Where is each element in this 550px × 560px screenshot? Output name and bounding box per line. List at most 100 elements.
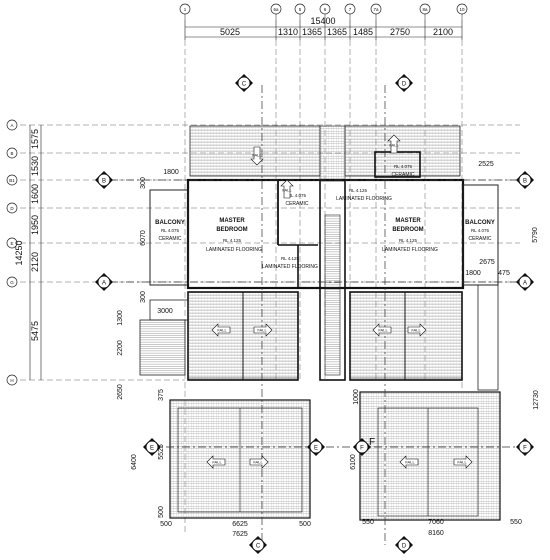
grid-bubble-left-A: A bbox=[6, 119, 18, 131]
fall-label: FALL bbox=[282, 188, 292, 193]
fall-arrow: FALL bbox=[250, 146, 264, 166]
fall-label: FALL bbox=[405, 460, 415, 465]
section-marker-C: C bbox=[249, 536, 267, 554]
overall-width-dim: 15400 bbox=[310, 16, 335, 26]
dim-6100: 6100 bbox=[350, 454, 357, 470]
grid-bubble-top-8a: 8a bbox=[419, 3, 431, 20]
fall-label: FALL bbox=[257, 328, 267, 333]
misc-dimensions: 6070300300130022002650252557902675127304… bbox=[117, 161, 540, 538]
fall-label: FALL bbox=[457, 460, 467, 465]
grid-label: E bbox=[10, 241, 13, 246]
section-marker-C: C bbox=[235, 74, 253, 92]
left-segment-dim: 1950 bbox=[30, 215, 40, 235]
left-segment-dim: 1575 bbox=[30, 129, 40, 149]
section-marker-label: C bbox=[242, 82, 247, 88]
fall-arrow: FALL bbox=[280, 179, 294, 199]
fall-label: FALL bbox=[253, 460, 263, 465]
fall-arrow: FALL bbox=[399, 455, 419, 469]
grid-label: 6 bbox=[324, 7, 327, 12]
top-segment-dim: 2750 bbox=[390, 27, 410, 37]
dim-550-left: 550 bbox=[362, 519, 374, 526]
section-marker-F: F bbox=[353, 438, 371, 456]
grid-label: 8a bbox=[422, 7, 428, 12]
grid-bubble-top-1: 1 bbox=[179, 3, 191, 20]
grid-bubble-left-B1: B1 bbox=[6, 174, 18, 186]
grid-label: B1 bbox=[9, 178, 15, 183]
section-marker-label: D bbox=[402, 544, 407, 550]
grid-bubble-top-5: 5 bbox=[294, 3, 306, 20]
right-bedroom-line1: MASTER bbox=[395, 218, 421, 224]
left-bedroom-line1: MASTER bbox=[219, 218, 245, 224]
left-balcony-level: RL 4.075 bbox=[161, 228, 180, 233]
section-marker-E: E bbox=[143, 438, 161, 456]
room-labels: BALCONY CERAMIC MASTER BEDROOM RL 4.125 … bbox=[155, 164, 495, 270]
grid-label: D bbox=[10, 206, 14, 211]
grid-bubble-left-G: G bbox=[6, 276, 18, 288]
top-segment-dim: 1310 bbox=[278, 27, 298, 37]
left-bedroom-floor: LAMINATED FLOORING bbox=[206, 247, 262, 253]
dim-2525: 2525 bbox=[478, 161, 494, 168]
grid-label: G bbox=[10, 280, 14, 285]
section-marker-E: E bbox=[307, 438, 325, 456]
lower-terrace bbox=[169, 391, 501, 521]
dim-1800-right: 1800 bbox=[465, 270, 481, 277]
center-small-finish: CERAMIC bbox=[285, 201, 308, 207]
section-marker-B: B bbox=[95, 171, 113, 189]
dim-1800-left: 1800 bbox=[163, 169, 179, 176]
lobby-level: RL 4.125 bbox=[281, 256, 300, 261]
dim-550-right: 550 bbox=[510, 519, 522, 526]
section-marker-label: F bbox=[523, 446, 527, 452]
left-dimension-lines bbox=[29, 125, 42, 380]
grid-bubble-top-6: 6 bbox=[319, 3, 331, 20]
dim-300a: 300 bbox=[140, 177, 147, 189]
grid-label: 6a bbox=[273, 7, 279, 12]
fall-arrow: FALL bbox=[249, 455, 269, 469]
dim-500-bottom: 500 bbox=[160, 521, 172, 528]
fall-label: FALL bbox=[389, 143, 399, 148]
dim-500-left: 500 bbox=[158, 506, 165, 518]
grid-label: A bbox=[10, 123, 13, 128]
dim-6070: 6070 bbox=[140, 230, 147, 246]
left-bedroom-line2: BEDROOM bbox=[216, 227, 247, 233]
grid-label: H bbox=[10, 378, 13, 383]
dim-5525: 5525 bbox=[158, 444, 165, 460]
dim-2200: 2200 bbox=[117, 340, 124, 356]
right-balcony-level: RL 4.075 bbox=[471, 228, 490, 233]
fall-label: FALL bbox=[378, 328, 388, 333]
fall-arrow: FALL bbox=[211, 323, 231, 337]
fall-arrow: FALL bbox=[453, 455, 473, 469]
grid-bubble-top-6a: 6a bbox=[270, 3, 282, 20]
upper-floor-walls bbox=[139, 125, 499, 391]
section-lines bbox=[110, 85, 520, 545]
left-segment-dim: 1530 bbox=[30, 156, 40, 176]
fall-arrow: FALL bbox=[387, 134, 401, 154]
overall-height-dim: 14250 bbox=[14, 240, 24, 265]
dim-12730: 12730 bbox=[533, 390, 540, 410]
right-bedroom-floor: LAMINATED FLOORING bbox=[382, 247, 438, 253]
section-marker-label: F bbox=[360, 446, 364, 452]
right-bedroom-line2: BEDROOM bbox=[392, 227, 423, 233]
dim-300b: 300 bbox=[140, 291, 147, 303]
section-marker-A: A bbox=[516, 273, 534, 291]
section-marker-B: B bbox=[516, 171, 534, 189]
center-level: RL 4.125 bbox=[349, 188, 368, 193]
dim-2650: 2650 bbox=[117, 384, 124, 400]
lobby-floor: LAMINATED FLOORING bbox=[262, 264, 318, 270]
section-marker-label: D bbox=[402, 82, 407, 88]
left-segment-dim: 5475 bbox=[30, 321, 40, 341]
grid-bubble-top-7: 7 bbox=[344, 3, 356, 20]
dim-7625: 7625 bbox=[232, 531, 248, 538]
dim-2675: 2675 bbox=[479, 259, 495, 266]
dim-500-right: 500 bbox=[299, 521, 311, 528]
dim-3000: 3000 bbox=[157, 308, 173, 315]
top-dimension-lines bbox=[184, 20, 463, 40]
fall-label: FALL bbox=[217, 328, 227, 333]
left-segment-dim: 1600 bbox=[30, 184, 40, 204]
dim-5790: 5790 bbox=[532, 227, 539, 243]
right-balcony-finish: CERAMIC bbox=[468, 236, 491, 242]
